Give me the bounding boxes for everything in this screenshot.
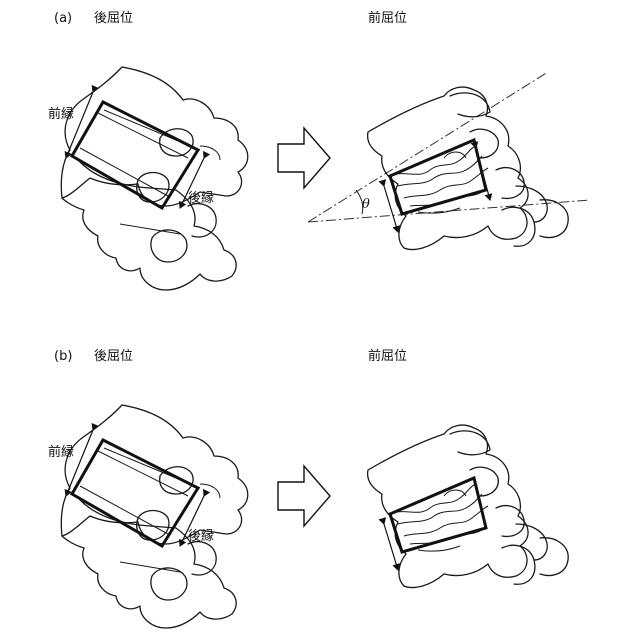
panel-a-extension-spine xyxy=(61,67,247,290)
panel-a-posterior-label: 後縁 xyxy=(188,190,214,206)
panel-a-transition-arrow xyxy=(278,128,330,188)
panel-b-left-title: 後屈位 xyxy=(94,349,133,364)
panel-a-flexion-spine xyxy=(368,87,569,249)
panel-b: (b) 後屈位 前屈位 前縁 後縁 xyxy=(48,348,568,628)
panel-a-upper-angle-line xyxy=(308,72,548,222)
panel-a: (a) 後屈位 前屈位 前縁 後縁 θ xyxy=(48,10,590,290)
panel-a-left-title: 後屈位 xyxy=(94,11,133,26)
panel-b-extension-spine xyxy=(61,405,247,628)
panel-b-flexion-spine xyxy=(368,425,569,587)
panel-b-posterior-label: 後縁 xyxy=(188,528,214,544)
panel-b-label: (b) xyxy=(54,349,72,364)
panel-a-theta-label: θ xyxy=(362,197,370,212)
panel-b-transition-arrow xyxy=(278,466,330,526)
panel-a-right-title: 前屈位 xyxy=(368,10,407,26)
panel-a-anterior-label: 前縁 xyxy=(48,106,74,122)
panel-b-anterior-label: 前縁 xyxy=(48,444,74,460)
panel-b-right-title: 前屈位 xyxy=(368,348,407,364)
panel-a-label: (a) xyxy=(54,11,72,26)
